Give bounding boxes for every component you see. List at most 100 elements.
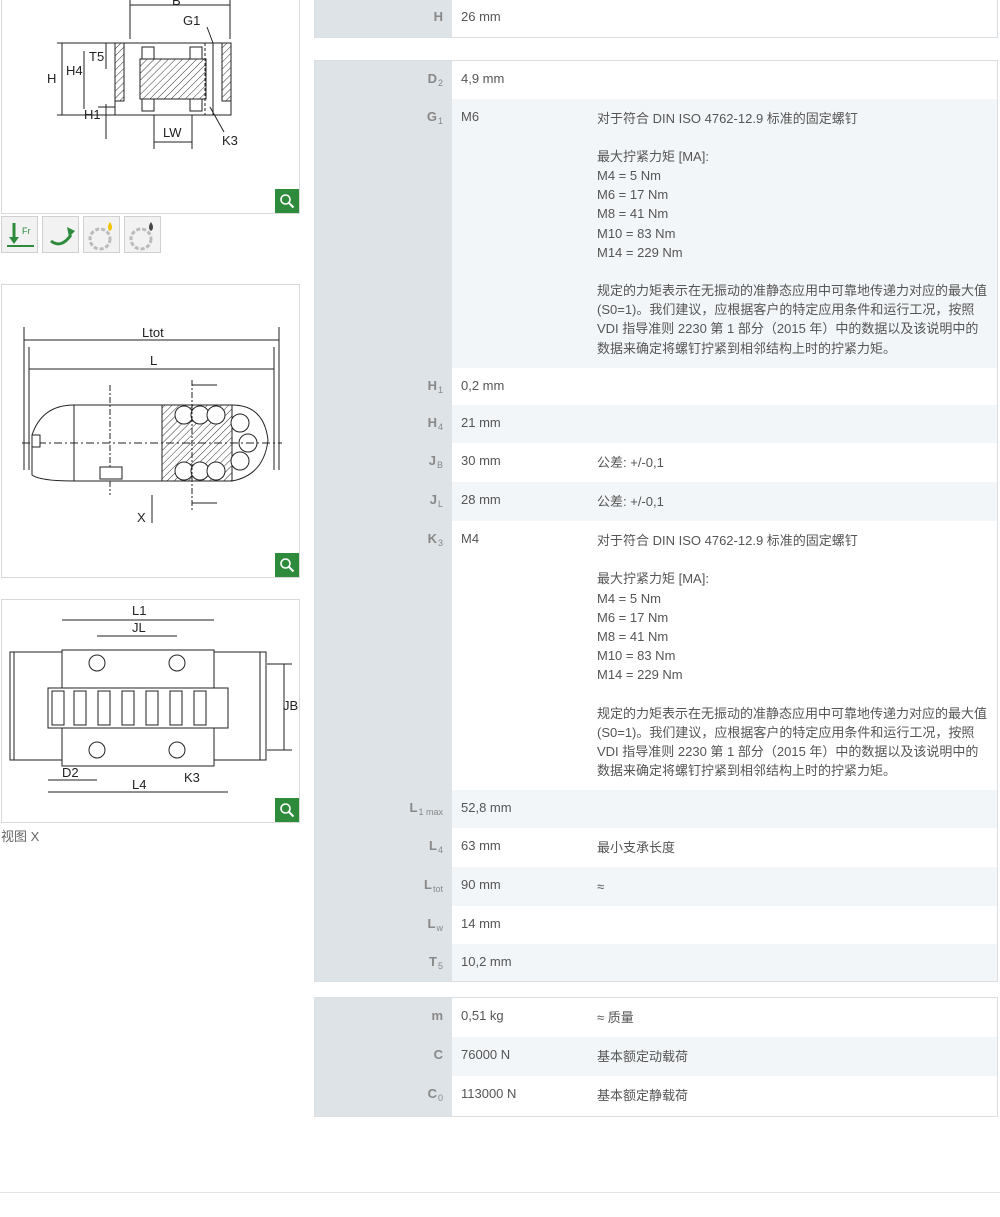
param-note: 对于符合 DIN ISO 4762-12.9 标准的固定螺钉最大拧紧力矩 [MA…: [597, 533, 988, 779]
param-symbol: T5: [315, 943, 452, 982]
drawing-view-x[interactable]: L1 JL JB D2 L4 K3: [1, 599, 300, 823]
param-note: 对于符合 DIN ISO 4762-12.9 标准的固定螺钉最大拧紧力矩 [MA…: [589, 98, 997, 368]
param-symbol: L1 max: [315, 790, 452, 828]
param-symbol: H4: [315, 405, 452, 443]
drawing-side-view[interactable]: Ltot L X: [1, 284, 300, 578]
svg-text:H: H: [47, 71, 56, 86]
drawing-cross-section[interactable]: B G1 H H4 T5 H1 LW K3: [1, 0, 300, 214]
param-value: 63 mm: [461, 837, 501, 853]
param-symbol: m: [315, 998, 452, 1038]
symbol-icons: Fr: [1, 216, 161, 253]
param-note: 基本额定动载荷: [589, 1037, 997, 1077]
svg-text:D2: D2: [62, 765, 79, 780]
param-symbol: C: [315, 1037, 452, 1077]
param-value: 90 mm: [452, 867, 589, 907]
param-symbol: H1: [315, 367, 452, 406]
param-note: 基本额定静载荷: [597, 1088, 689, 1104]
param-symbol: H: [315, 0, 452, 37]
param-note: [589, 790, 997, 828]
param-value: 28 mm: [452, 481, 589, 522]
svg-text:B: B: [172, 0, 181, 8]
view-x-svg: L1 JL JB D2 L4 K3: [9, 603, 298, 793]
param-value: 0,51 kg: [461, 1008, 504, 1023]
param-value: M6: [452, 98, 589, 368]
svg-text:K3: K3: [184, 770, 200, 785]
param-value: 14 mm: [461, 916, 501, 932]
param-note: ≈: [589, 867, 997, 907]
svg-text:G1: G1: [183, 13, 200, 28]
footer-divider: [0, 1192, 1000, 1193]
param-value: 10,2 mm: [452, 943, 589, 982]
svg-text:X: X: [137, 510, 146, 525]
svg-text:H1: H1: [84, 107, 101, 122]
magnifier-icon: [280, 558, 295, 573]
param-note: [589, 0, 997, 37]
svg-text:JB: JB: [283, 698, 298, 713]
param-value: M4: [461, 531, 480, 547]
param-symbol: JB: [315, 442, 452, 482]
param-note: [589, 368, 997, 406]
table-row: H 26 mm: [315, 0, 997, 37]
svg-text:Ltot: Ltot: [142, 325, 164, 340]
svg-text:H4: H4: [66, 63, 83, 78]
svg-text:LW: LW: [163, 125, 182, 140]
param-value: 30 mm: [461, 452, 501, 468]
param-note: [589, 405, 997, 443]
oil-lubrication-icon: [124, 216, 161, 253]
table-row: K3 M4 对于符合 DIN ISO 4762-12.9 标准的固定螺钉最大拧紧力矩…: [315, 521, 997, 791]
svg-text:T5: T5: [89, 49, 104, 64]
cross-section-svg: B G1 H H4 T5 H1 LW K3: [47, 0, 238, 149]
param-note: 公差: +/-0,1: [589, 481, 997, 522]
side-view-svg: Ltot L X: [22, 325, 282, 525]
param-symbol: C0: [315, 1076, 452, 1116]
dimensions-table-top: H 26 mm: [314, 0, 998, 38]
radial-load-icon: Fr: [1, 216, 38, 253]
param-value: 0,2 mm: [461, 377, 505, 393]
param-symbol: JL: [315, 481, 452, 522]
param-value: 52,8 mm: [452, 790, 589, 828]
rotation-icon: [42, 216, 79, 253]
param-value: 76000 N: [452, 1037, 589, 1077]
param-symbol: L4: [315, 827, 452, 868]
svg-text:L4: L4: [132, 777, 146, 792]
param-note: 最小支承长度: [597, 839, 676, 855]
magnifier-icon: [280, 803, 295, 818]
table-row: m 0,51 kg ≈ 质量: [315, 998, 997, 1038]
param-value: 113000 N: [461, 1086, 517, 1102]
param-value: 4,9 mm: [461, 71, 505, 86]
svg-text:Fr: Fr: [22, 226, 31, 236]
param-symbol: D2: [315, 61, 452, 99]
table-row: JB 30 mm 公差: +/-0,1: [315, 442, 997, 482]
svg-text:L: L: [150, 353, 157, 368]
param-note: [589, 906, 997, 944]
param-symbol: Ltot: [315, 867, 452, 907]
table-row: D2 4,9 mm: [315, 61, 997, 99]
drawing-caption: 视图 X: [1, 829, 40, 844]
svg-text:K3: K3: [222, 133, 238, 148]
table-row: Lw 14 mm: [315, 906, 997, 944]
param-note: ≈ 质量: [597, 1010, 634, 1025]
param-note: 公差: +/-0,1: [597, 454, 664, 470]
svg-text:JL: JL: [132, 620, 146, 635]
param-symbol: Lw: [315, 906, 452, 944]
param-symbol: K3: [315, 521, 452, 791]
svg-text:L1: L1: [132, 603, 146, 618]
grease-lubrication-icon: [83, 216, 120, 253]
table-row: H1 0,2 mm: [315, 367, 997, 406]
table-row: L4 63 mm 最小支承长度: [315, 827, 997, 868]
table-row: C0 113000 N 基本额定静载荷: [315, 1076, 997, 1116]
zoom-button[interactable]: [275, 798, 299, 822]
param-value: 26 mm: [461, 9, 501, 24]
param-note: [589, 61, 997, 99]
zoom-button[interactable]: [275, 553, 299, 577]
zoom-button[interactable]: [275, 189, 299, 213]
magnifier-icon: [280, 194, 295, 209]
